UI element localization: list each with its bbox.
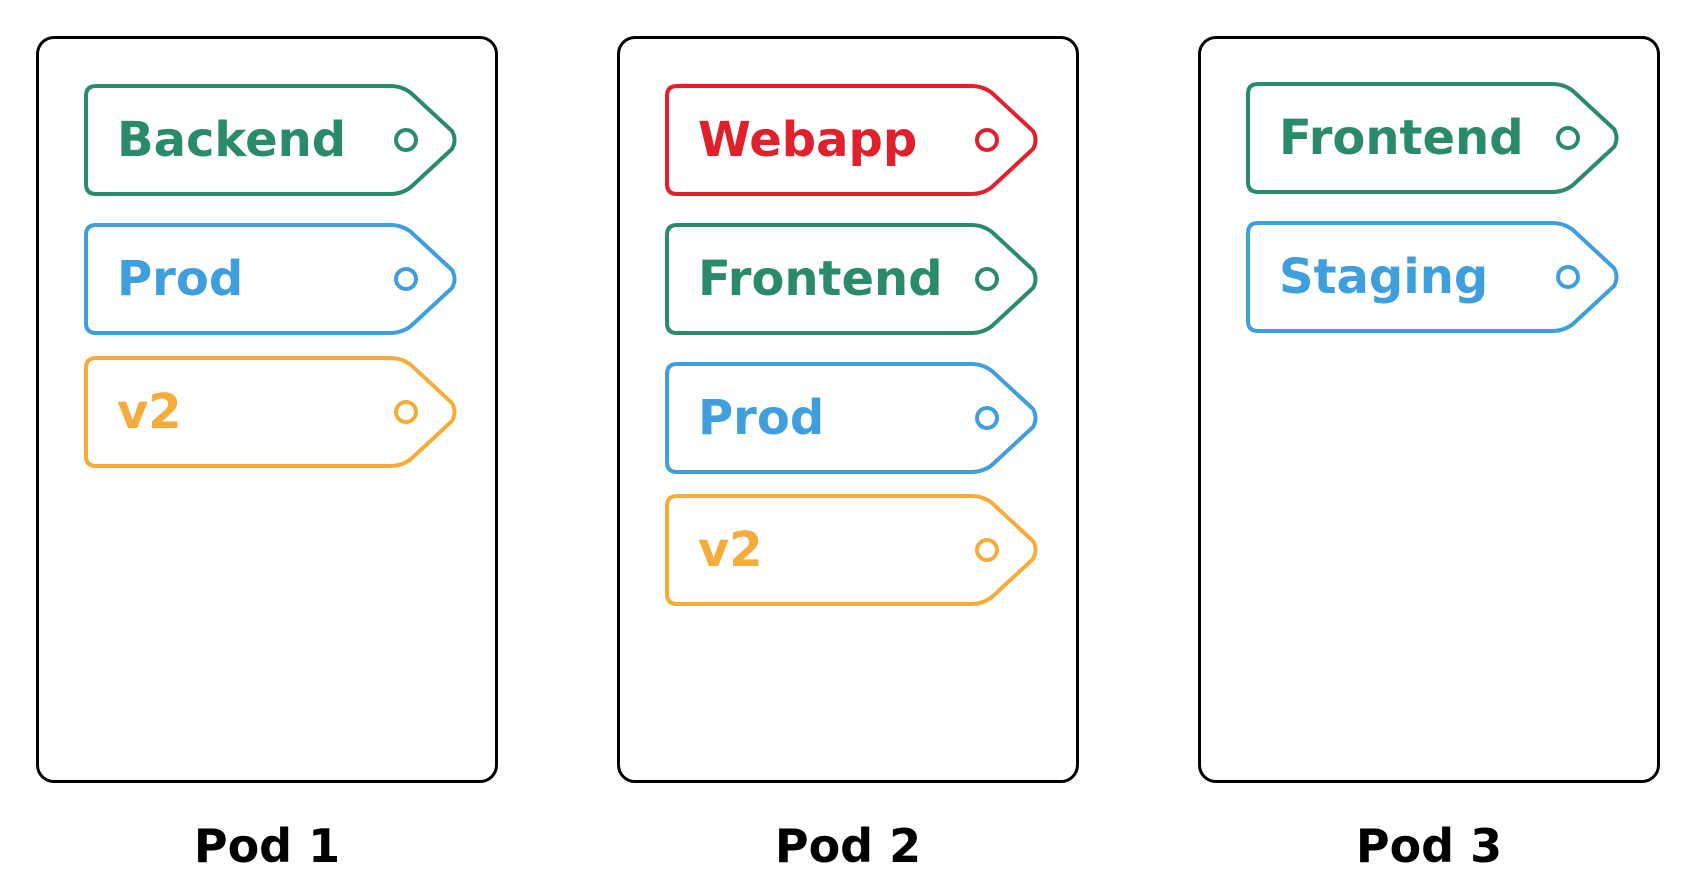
label-tag: Frontend [1246, 82, 1619, 194]
tag-hole-icon [975, 128, 999, 152]
tag-icon [84, 356, 457, 468]
pod-caption: Pod 3 [1355, 819, 1503, 873]
tag-icon [665, 223, 1038, 335]
label-tag: Prod [665, 362, 1038, 474]
tag-hole-icon [975, 406, 999, 430]
tag-icon [84, 84, 457, 196]
label-text: Frontend [698, 251, 943, 307]
tag-icon [84, 223, 457, 335]
label-tag: Prod [84, 223, 457, 335]
label-text: v2 [698, 522, 763, 578]
label-text: Backend [117, 112, 347, 168]
label-text: Prod [117, 251, 244, 307]
label-text: v2 [117, 384, 182, 440]
label-text: Frontend [1279, 110, 1524, 166]
label-tag: v2 [665, 494, 1038, 606]
tag-icon [1246, 221, 1619, 333]
tag-hole-icon [1556, 126, 1580, 150]
label-tag: Frontend [665, 223, 1038, 335]
pod-2-box: Webapp Frontend Prod v2 [617, 36, 1079, 783]
tag-hole-icon [394, 128, 418, 152]
label-tag: Backend [84, 84, 457, 196]
tag-hole-icon [394, 400, 418, 424]
tag-hole-icon [975, 538, 999, 562]
label-tag: Webapp [665, 84, 1038, 196]
pod-caption: Pod 2 [774, 819, 922, 873]
tag-hole-icon [975, 267, 999, 291]
tag-icon [665, 362, 1038, 474]
tag-icon [1246, 82, 1619, 194]
label-tag: Staging [1246, 221, 1619, 333]
tag-hole-icon [394, 267, 418, 291]
label-tag: v2 [84, 356, 457, 468]
label-text: Prod [698, 390, 825, 446]
pod-caption: Pod 1 [193, 819, 341, 873]
tag-hole-icon [1556, 265, 1580, 289]
label-text: Webapp [698, 112, 918, 168]
pod-3-box: Frontend Staging [1198, 36, 1660, 783]
label-text: Staging [1279, 249, 1489, 305]
tag-icon [665, 494, 1038, 606]
tag-icon [665, 84, 1038, 196]
pod-1-box: Backend Prod v2 [36, 36, 498, 783]
